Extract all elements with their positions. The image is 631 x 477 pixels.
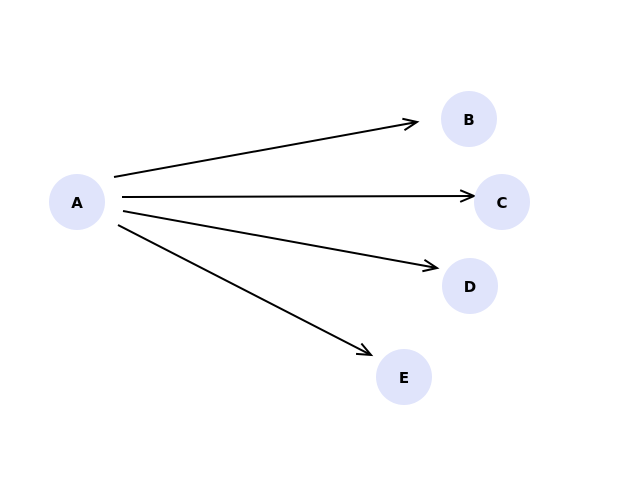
- edge-a-to-e-arrowhead: [355, 342, 374, 357]
- edge-a-to-e-line: [117, 224, 372, 356]
- node-d-label: D: [464, 278, 476, 296]
- node-a[interactable]: A: [49, 174, 105, 230]
- node-b-label: B: [463, 111, 474, 129]
- edge-a-to-d[interactable]: [122, 210, 440, 273]
- edge-a-to-d-arrowhead: [422, 258, 440, 273]
- edge-a-to-d-line: [122, 210, 438, 269]
- edge-a-to-c-arrowhead: [459, 189, 477, 203]
- edge-a-to-b-line: [113, 121, 418, 178]
- node-layer: A B C D E: [49, 91, 530, 405]
- node-e-circle: [376, 349, 432, 405]
- edge-a-to-c-line: [121, 195, 475, 198]
- node-d[interactable]: D: [442, 258, 498, 314]
- edge-a-to-e[interactable]: [117, 224, 374, 357]
- node-c[interactable]: C: [474, 174, 530, 230]
- node-b-circle: [441, 91, 497, 147]
- edge-a-to-b[interactable]: [113, 117, 420, 178]
- node-e[interactable]: E: [376, 349, 432, 405]
- node-a-circle: [49, 174, 105, 230]
- edge-a-to-c[interactable]: [121, 189, 477, 203]
- edge-a-to-b-arrowhead: [402, 117, 420, 132]
- node-e-label: E: [399, 369, 409, 387]
- edge-layer: [113, 117, 477, 357]
- node-d-circle: [442, 258, 498, 314]
- node-b[interactable]: B: [441, 91, 497, 147]
- node-a-label: A: [71, 194, 83, 212]
- node-c-label: C: [496, 194, 507, 212]
- node-c-circle: [474, 174, 530, 230]
